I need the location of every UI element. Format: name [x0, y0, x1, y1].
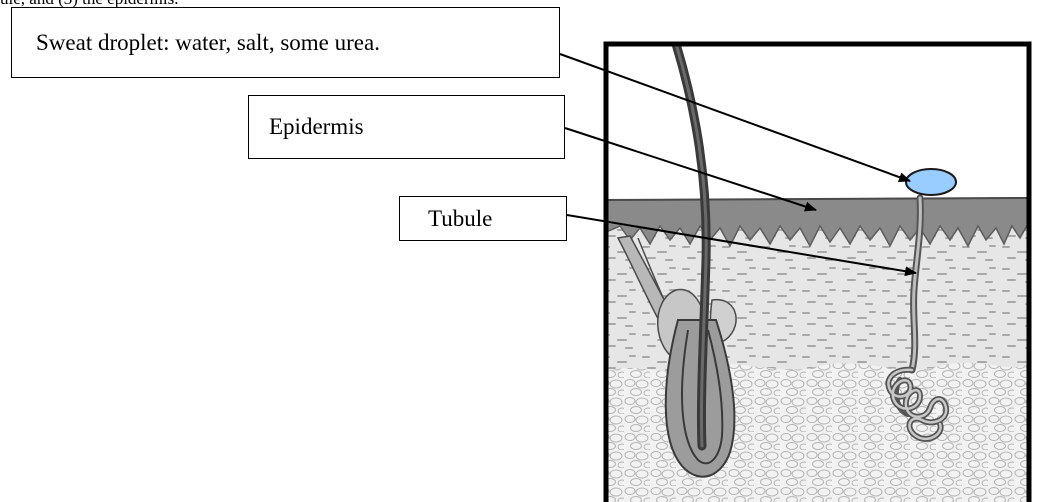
epidermis-label: Epidermis — [269, 114, 364, 140]
sweat-droplet — [906, 169, 956, 195]
sweat-droplet-label-box: Sweat droplet: water, salt, some urea. — [11, 7, 560, 78]
epidermis-label-box: Epidermis — [248, 95, 565, 159]
tubule-label: Tubule — [428, 206, 492, 232]
tubule-label-box: Tubule — [399, 196, 567, 241]
sweat-droplet-label: Sweat droplet: water, salt, some urea. — [36, 30, 380, 56]
